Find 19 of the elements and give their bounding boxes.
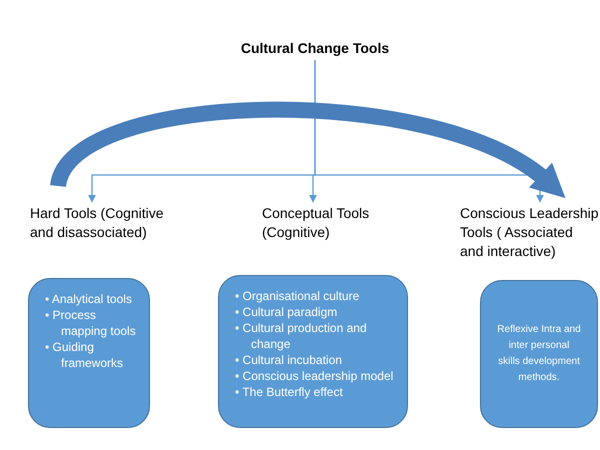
tool-list-box <box>28 278 150 428</box>
description-text: Reflexive Intra and inter personal skills development methods. <box>497 323 581 385</box>
list-item: • Organisational culture <box>234 288 360 304</box>
category-heading: Hard Tools (Cognitive and disassociated) <box>30 204 180 264</box>
arrow <box>314 60 544 203</box>
category-heading: Conscious Leadership Tools ( Associated and interactive) <box>460 204 600 264</box>
list-item: • Cultural paradigm <box>234 304 338 320</box>
tool-list-box <box>218 275 408 428</box>
list-item: • The Butterfly effect <box>234 384 344 400</box>
diagram-title: Cultural Change Tools <box>230 38 400 60</box>
curved-arrow <box>50 102 568 196</box>
list-item: • Analytical tools <box>44 291 133 307</box>
list-item: • Process mapping tools <box>44 307 137 339</box>
category-heading: Conceptual Tools (Cognitive) <box>262 204 412 244</box>
list-item: • Cultural production and change <box>234 320 368 352</box>
list-item: • Guiding frameworks <box>44 339 124 371</box>
tool-list-box <box>480 280 598 428</box>
list-item: • Cultural incubation <box>234 352 343 368</box>
list-item: • Conscious leadership model <box>234 368 394 384</box>
